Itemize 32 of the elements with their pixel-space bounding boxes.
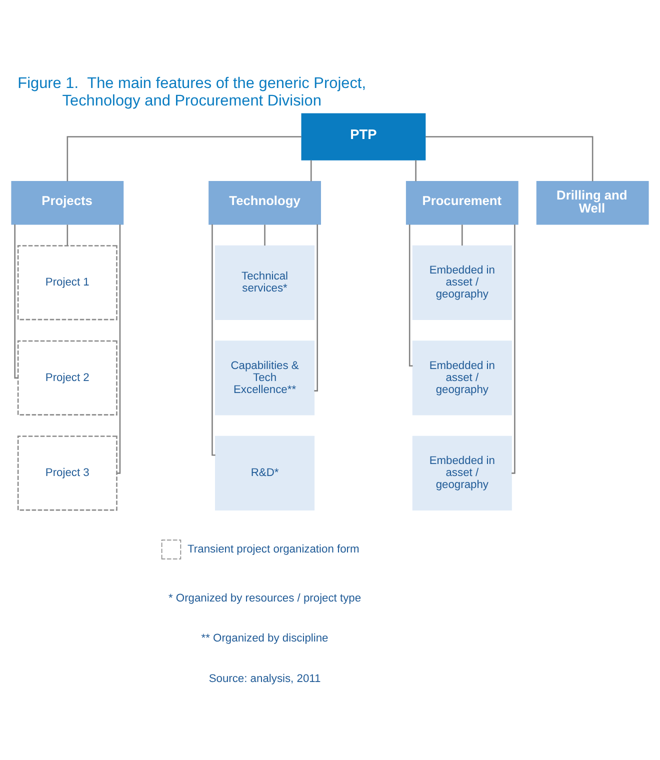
node-box: Projects	[11, 180, 124, 224]
diagram-title: Figure 1. The main features of the generic Project, Technology and Procurement Division	[18, 74, 366, 109]
connector	[415, 160, 416, 181]
legend-label: Transient project organization form	[188, 542, 360, 555]
connector	[462, 224, 463, 246]
connector	[66, 224, 68, 246]
connector	[14, 224, 18, 378]
connector	[408, 224, 413, 366]
connector	[314, 224, 318, 391]
node-box: Procurement	[406, 180, 518, 224]
connector	[425, 136, 594, 181]
node-box: Project 2	[17, 340, 118, 415]
node-box: Technology	[208, 180, 321, 224]
node-box: Capabilities & Tech Excellence**	[215, 340, 315, 415]
connector	[212, 224, 216, 456]
node-box: R&D*	[215, 435, 315, 510]
node-box: Embedded in asset / geography	[412, 244, 512, 320]
label: ** Organized by discipline	[201, 632, 328, 644]
label: * Organized by resources / project type	[168, 592, 362, 604]
connector	[264, 224, 266, 246]
connector	[116, 224, 121, 474]
connector	[512, 224, 516, 474]
connector	[310, 160, 312, 181]
node-box: Embedded in asset / geography	[412, 340, 512, 415]
node-box: Project 1	[17, 244, 118, 320]
connector	[66, 136, 302, 181]
label: Source: analysis, 2011	[208, 672, 321, 685]
node-box: Embedded in asset / geography	[412, 435, 512, 510]
node-box: Drilling and Well	[536, 180, 649, 224]
node-box: PTP	[301, 112, 426, 160]
node-box: Project 3	[17, 435, 118, 510]
node-box: Technical services*	[215, 244, 315, 320]
